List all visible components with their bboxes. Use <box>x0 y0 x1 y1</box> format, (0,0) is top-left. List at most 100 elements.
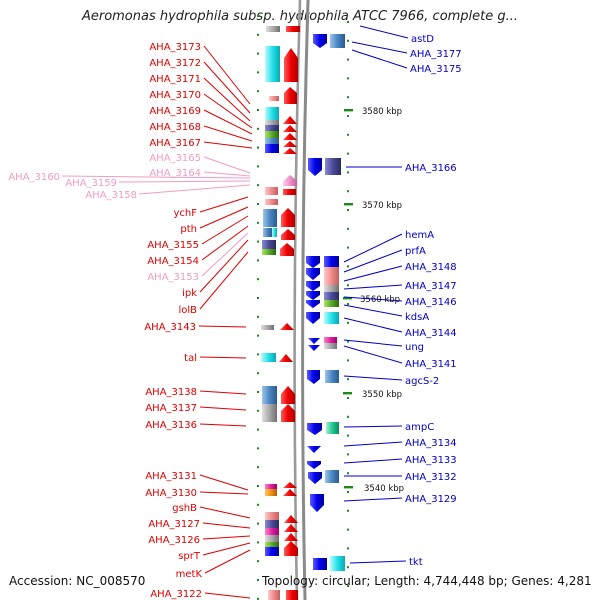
gene-box <box>261 325 274 330</box>
gene-label[interactable]: AHA_3148 <box>405 262 457 273</box>
gene-label[interactable]: AHA_3166 <box>405 163 457 174</box>
gene-label[interactable]: AHA_3132 <box>405 472 457 483</box>
gene-label[interactable]: AHA_3155 <box>147 240 199 251</box>
gene-box <box>324 285 339 292</box>
leader-line <box>199 506 251 519</box>
tick-mark <box>347 547 349 550</box>
gene-label[interactable]: AHA_3138 <box>145 387 197 398</box>
tick-mark <box>347 340 349 343</box>
gene-label[interactable]: ung <box>405 342 424 353</box>
leader-line <box>343 284 403 290</box>
gene-label[interactable]: AHA_3141 <box>405 359 457 370</box>
tick-mark <box>347 209 349 211</box>
gene-label[interactable]: pth <box>180 224 197 235</box>
gene-label[interactable]: AHA_3136 <box>145 420 197 431</box>
gene-label[interactable]: AHA_3165 <box>149 153 201 164</box>
leader-line <box>343 497 403 502</box>
gene-label[interactable]: AHA_3175 <box>410 64 462 75</box>
gene-label[interactable]: astD <box>411 34 434 45</box>
gene-label[interactable]: kdsA <box>405 312 429 323</box>
gene-label[interactable]: AHA_3172 <box>149 58 201 69</box>
gene-arrow <box>306 256 320 268</box>
kbp-label: 3540 kbp <box>364 484 404 494</box>
tick-mark <box>257 240 259 243</box>
gene-label[interactable]: metK <box>176 569 203 580</box>
gene-label[interactable]: AHA_3143 <box>144 322 196 333</box>
gene-label[interactable]: AHA_3153 <box>147 272 199 283</box>
gene-label[interactable]: tal <box>184 353 197 364</box>
gene-label[interactable]: AHA_3167 <box>149 138 201 149</box>
leader-line <box>349 560 407 564</box>
leader-line <box>343 249 403 273</box>
gene-label[interactable]: AHA_3144 <box>405 328 457 339</box>
gene-label[interactable]: AHA_3168 <box>149 122 201 133</box>
gene-label[interactable]: AHA_3126 <box>148 535 200 546</box>
gene-label[interactable]: AHA_3127 <box>148 519 200 530</box>
gene-label[interactable]: AHA_3131 <box>145 471 197 482</box>
gene-label[interactable]: AHA_3177 <box>410 49 462 60</box>
left-leader-lines <box>61 45 253 599</box>
tick-mark <box>347 453 349 456</box>
gene-label[interactable]: agcS-2 <box>405 376 439 387</box>
gene-box <box>262 240 276 249</box>
gene-label[interactable]: ipk <box>182 288 197 299</box>
tick-mark <box>347 115 349 117</box>
gene-arrow <box>307 370 320 384</box>
gene-label[interactable]: AHA_3146 <box>405 297 457 308</box>
gene-arrow <box>284 533 298 541</box>
gene-label[interactable]: AHA_3164 <box>149 168 201 179</box>
leader-line <box>203 125 253 142</box>
tick-mark <box>257 522 259 525</box>
tick-mark <box>257 503 259 506</box>
gene-arrow <box>313 34 327 48</box>
gene-arrow <box>281 386 295 404</box>
tick-mark <box>347 359 349 362</box>
gene-label[interactable]: AHA_3173 <box>149 42 201 53</box>
gene-label[interactable]: AHA_3133 <box>405 455 457 466</box>
gene-box <box>324 300 339 307</box>
gene-label[interactable]: prfA <box>405 246 426 257</box>
tick-mark <box>257 560 259 563</box>
gene-label[interactable]: AHA_3169 <box>149 106 201 117</box>
gene-label[interactable]: AHA_3130 <box>145 488 197 499</box>
gene-box <box>330 34 345 48</box>
tick-mark <box>347 171 349 174</box>
gene-label[interactable]: AHA_3159 <box>65 178 117 189</box>
gene-label[interactable]: hemA <box>405 230 434 241</box>
tick-mark <box>347 509 349 512</box>
gene-label[interactable]: lolB <box>178 305 197 316</box>
gene-label[interactable]: AHA_3134 <box>405 438 457 449</box>
gene-label[interactable]: AHA_3122 <box>150 589 202 600</box>
tick-mark <box>347 133 349 136</box>
gene-label[interactable]: tkt <box>409 557 423 568</box>
gene-arrow <box>308 472 322 484</box>
tick-mark <box>347 77 349 80</box>
gene-label[interactable]: AHA_3154 <box>147 256 199 267</box>
gene-label[interactable]: ychF <box>173 208 197 219</box>
gene-label[interactable]: sprT <box>178 551 201 562</box>
gene-label[interactable]: AHA_3160 <box>8 172 60 183</box>
gene-label[interactable]: AHA_3170 <box>149 90 201 101</box>
leader-line <box>343 265 403 282</box>
gene-arrow <box>307 446 321 453</box>
tick-mark <box>347 566 349 569</box>
gene-arrow <box>283 141 297 147</box>
tick-mark <box>257 485 259 487</box>
gene-label[interactable]: gshB <box>172 503 197 514</box>
leader-line <box>343 304 403 317</box>
gene-box <box>324 337 337 343</box>
backbone-strand-right <box>301 0 310 600</box>
gene-arrow <box>280 323 294 330</box>
gene-arrow <box>310 494 324 512</box>
gene-label[interactable]: AHA_3147 <box>405 281 457 292</box>
gene-label[interactable]: AHA_3171 <box>149 74 201 85</box>
gene-label[interactable]: AHA_3129 <box>405 494 457 505</box>
gene-label[interactable]: AHA_3137 <box>145 403 197 414</box>
gene-label[interactable]: ampC <box>405 422 434 433</box>
gene-label[interactable]: AHA_3158 <box>85 190 137 201</box>
gene-box <box>265 528 279 535</box>
tick-mark <box>257 409 259 412</box>
gene-arrow <box>283 148 297 154</box>
gene-box <box>269 96 279 101</box>
